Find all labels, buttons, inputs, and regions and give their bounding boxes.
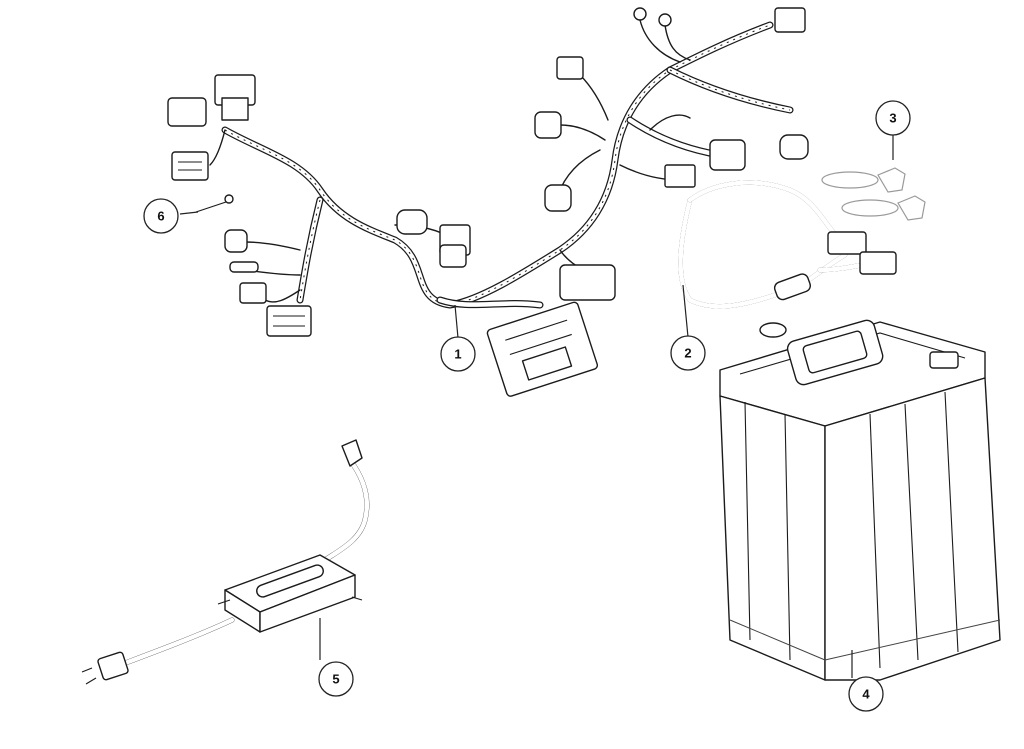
svg-text:6: 6 xyxy=(157,209,164,224)
leader-line-6 xyxy=(179,211,199,215)
battery-cable-2 xyxy=(678,180,897,309)
battery-4 xyxy=(719,319,1001,681)
screw-6 xyxy=(195,194,234,213)
svg-text:3: 3 xyxy=(889,111,896,126)
leader-line-2 xyxy=(682,284,689,338)
svg-text:2: 2 xyxy=(684,346,691,361)
svg-text:1: 1 xyxy=(454,347,461,362)
svg-text:5: 5 xyxy=(332,672,339,687)
callout-1: 1 xyxy=(440,336,476,372)
leader-line-1 xyxy=(454,304,459,339)
wiring-harness-1 xyxy=(167,7,809,397)
svg-text:4: 4 xyxy=(862,687,870,702)
battery-charger-5 xyxy=(81,439,370,685)
callout-2: 2 xyxy=(670,335,706,371)
callout-6: 6 xyxy=(143,198,179,234)
callout-5: 5 xyxy=(318,661,354,697)
callout-4: 4 xyxy=(848,676,884,712)
terminal-caps-3 xyxy=(821,167,926,221)
callout-3: 3 xyxy=(875,100,911,136)
